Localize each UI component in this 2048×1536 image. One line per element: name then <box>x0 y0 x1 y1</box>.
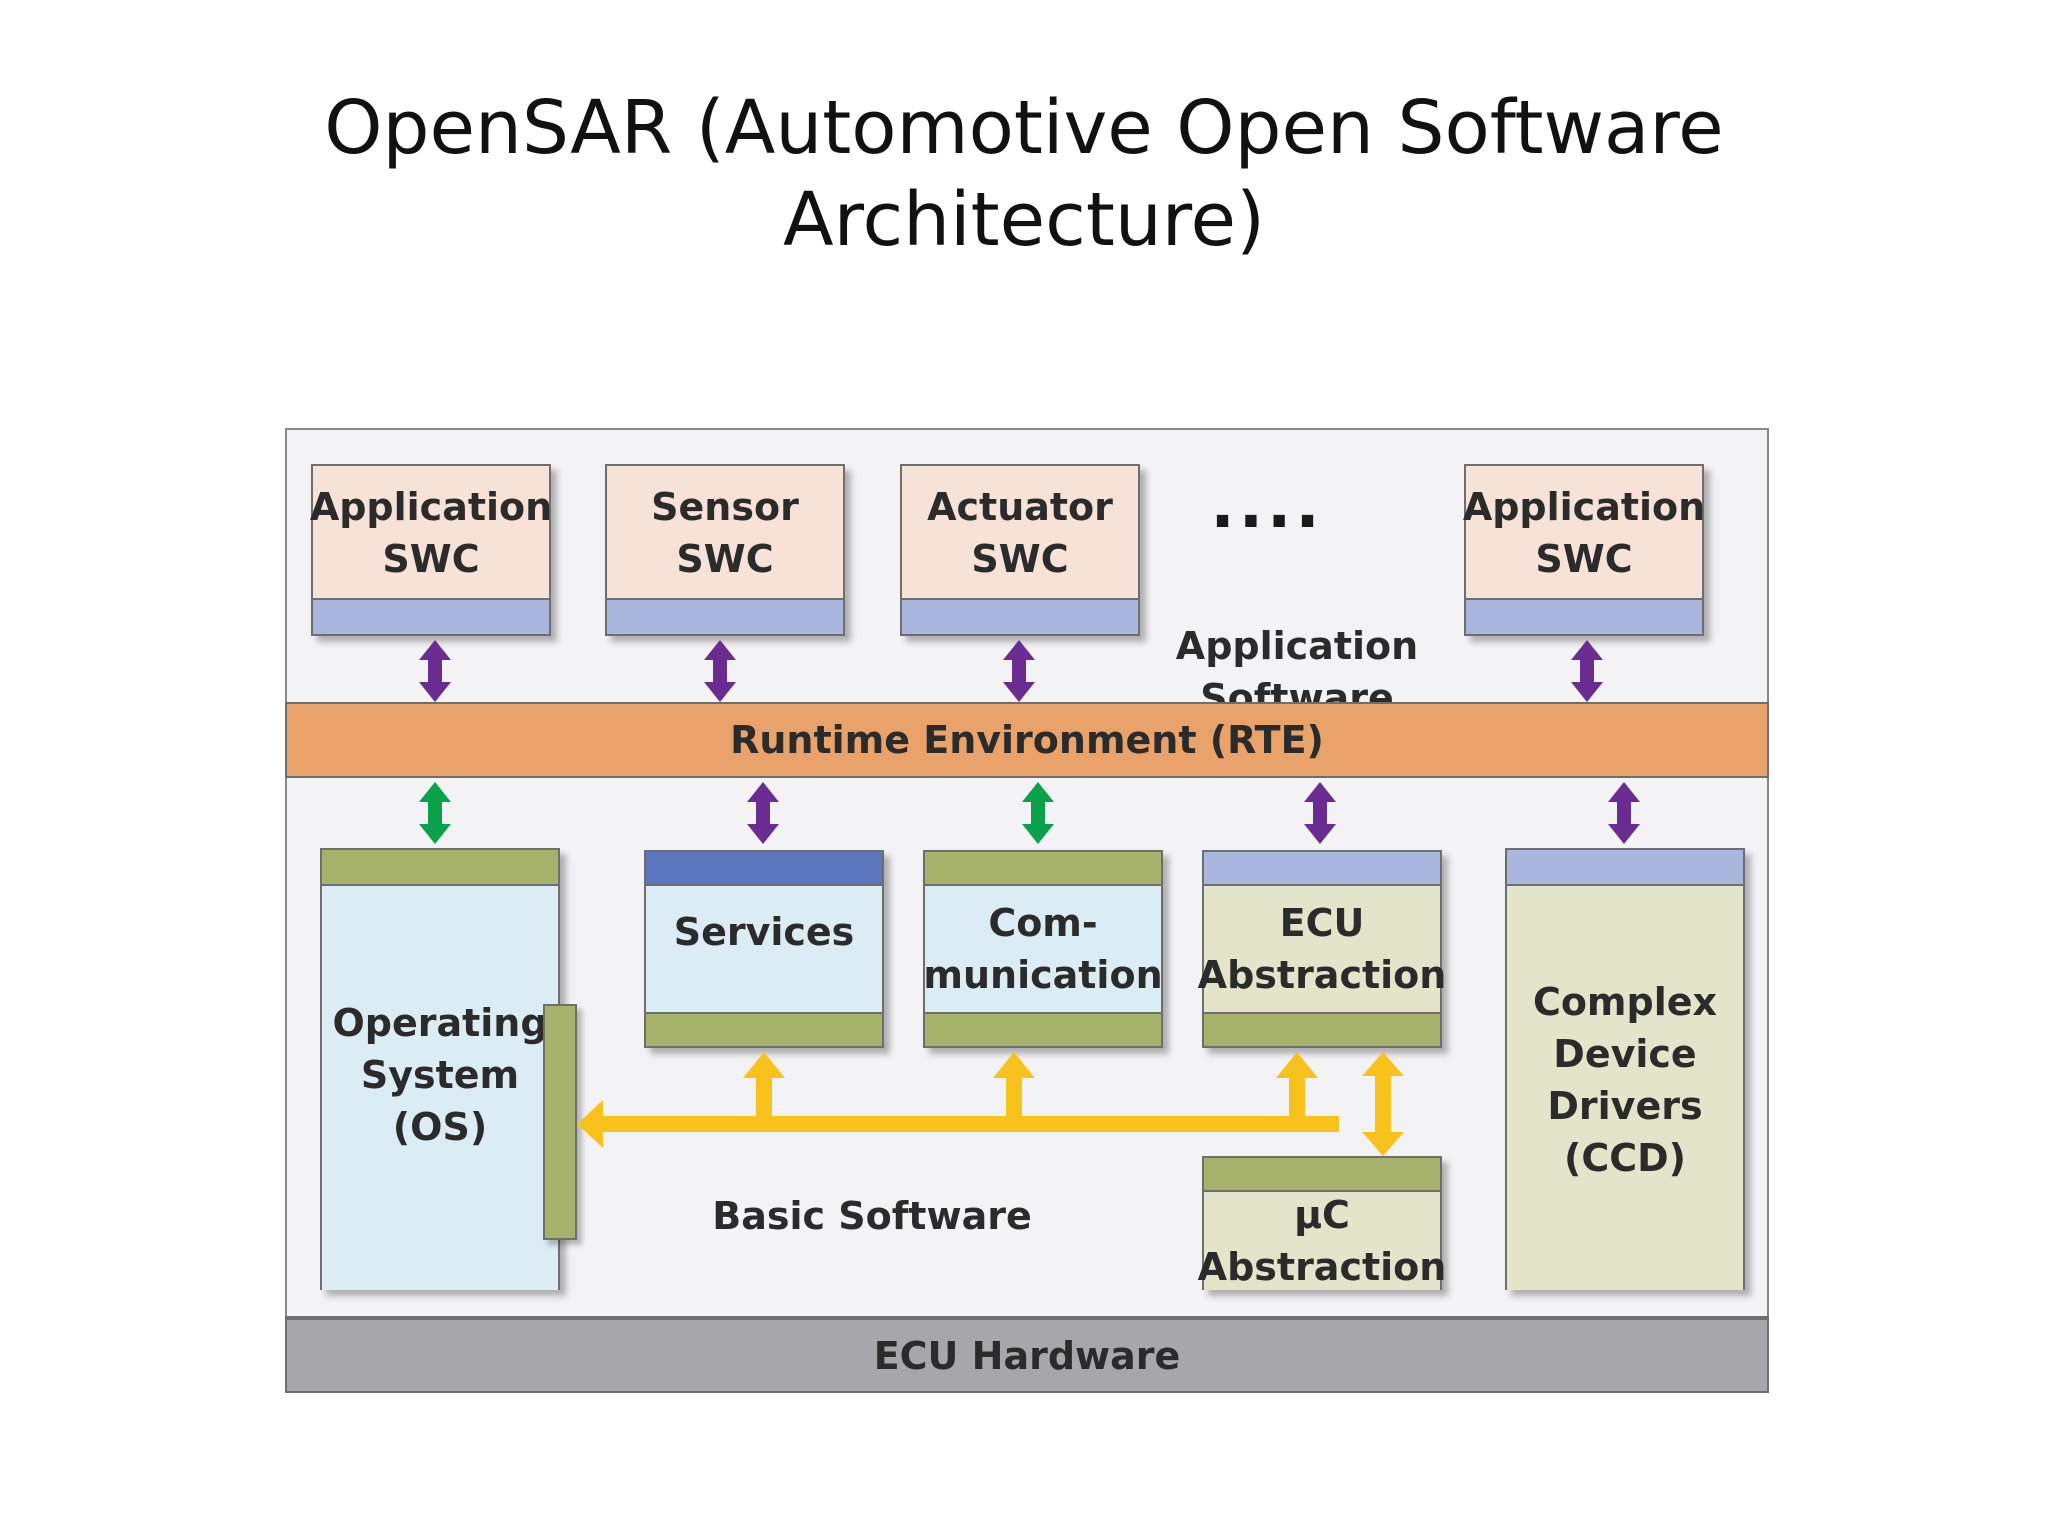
uc-abstraction-label: µC Abstraction <box>1197 1193 1447 1289</box>
swc-label: Actuator SWC <box>927 485 1113 581</box>
services-block: Services <box>644 850 884 1048</box>
os-port-bar <box>322 850 558 886</box>
services-top-bar <box>646 852 882 886</box>
uc-abstraction-top-bar <box>1204 1158 1440 1192</box>
complex-device-drivers-block: Complex Device Drivers (CCD) <box>1505 848 1745 1290</box>
swc-rte-arrow <box>1571 640 1603 702</box>
connector-arrows <box>419 640 1640 1156</box>
rte-ecu-abstraction-arrow <box>1304 782 1336 844</box>
communication-bottom-bar <box>925 1012 1161 1046</box>
swc-label: Sensor SWC <box>651 485 799 581</box>
basic-software-label: Basic Software <box>712 1194 1032 1238</box>
ecu-abstraction-label: ECU Abstraction <box>1197 901 1447 997</box>
swc-port-bar <box>1466 598 1702 634</box>
communication-top-bar <box>925 852 1161 886</box>
communication-label: Com- munication <box>923 901 1163 997</box>
swc-label: Application SWC <box>309 485 553 581</box>
sensor-swc-block: Sensor SWC <box>605 464 845 636</box>
swc-rte-arrow <box>1003 640 1035 702</box>
hardware-top-line <box>285 1316 1769 1319</box>
ecu-hardware-band: ECU Hardware <box>285 1318 1769 1393</box>
services-bottom-bar <box>646 1012 882 1046</box>
os-interface-bar <box>543 1004 577 1240</box>
swc-rte-arrow <box>704 640 736 702</box>
slide-title: OpenSAR (Automotive Open Software Archit… <box>324 85 1724 263</box>
actuator-swc-block: Actuator SWC <box>900 464 1140 636</box>
swc-port-bar <box>607 598 843 634</box>
ecu-abstraction-bottom-bar <box>1204 1012 1440 1046</box>
operating-system-block: Operating System (OS) <box>320 848 560 1290</box>
rte-os-arrow <box>419 782 451 844</box>
ccd-label: Complex Device Drivers (CCD) <box>1532 980 1718 1180</box>
rte-ccd-arrow <box>1608 782 1640 844</box>
rte-services-arrow <box>747 782 779 844</box>
ecu-abstraction-block: ECU Abstraction <box>1197 850 1447 1048</box>
communication-block: Com- munication <box>923 850 1163 1048</box>
ecu-abstraction-top-bar <box>1204 852 1440 886</box>
swc-rte-arrow <box>419 640 451 702</box>
os-label: Operating System (OS) <box>332 1001 548 1149</box>
ellipsis: .... <box>1210 469 1324 543</box>
rte-communication-arrow <box>1022 782 1054 844</box>
autosar-diagram: Application SWC Sensor SWC Actuator SWC … <box>285 428 1769 1393</box>
services-label: Services <box>673 910 855 954</box>
application-swc-block-1: Application SWC <box>309 464 553 636</box>
swc-port-bar <box>313 598 549 634</box>
os-bus-arrows <box>577 1052 1404 1156</box>
swc-port-bar <box>902 598 1138 634</box>
application-swc-block-2: Application SWC <box>1462 464 1706 636</box>
uc-abstraction-block: µC Abstraction <box>1197 1156 1447 1290</box>
ccd-top-bar <box>1507 850 1743 886</box>
swc-label: Application SWC <box>1462 485 1706 581</box>
rte-band: Runtime Environment (RTE) <box>285 702 1769 778</box>
